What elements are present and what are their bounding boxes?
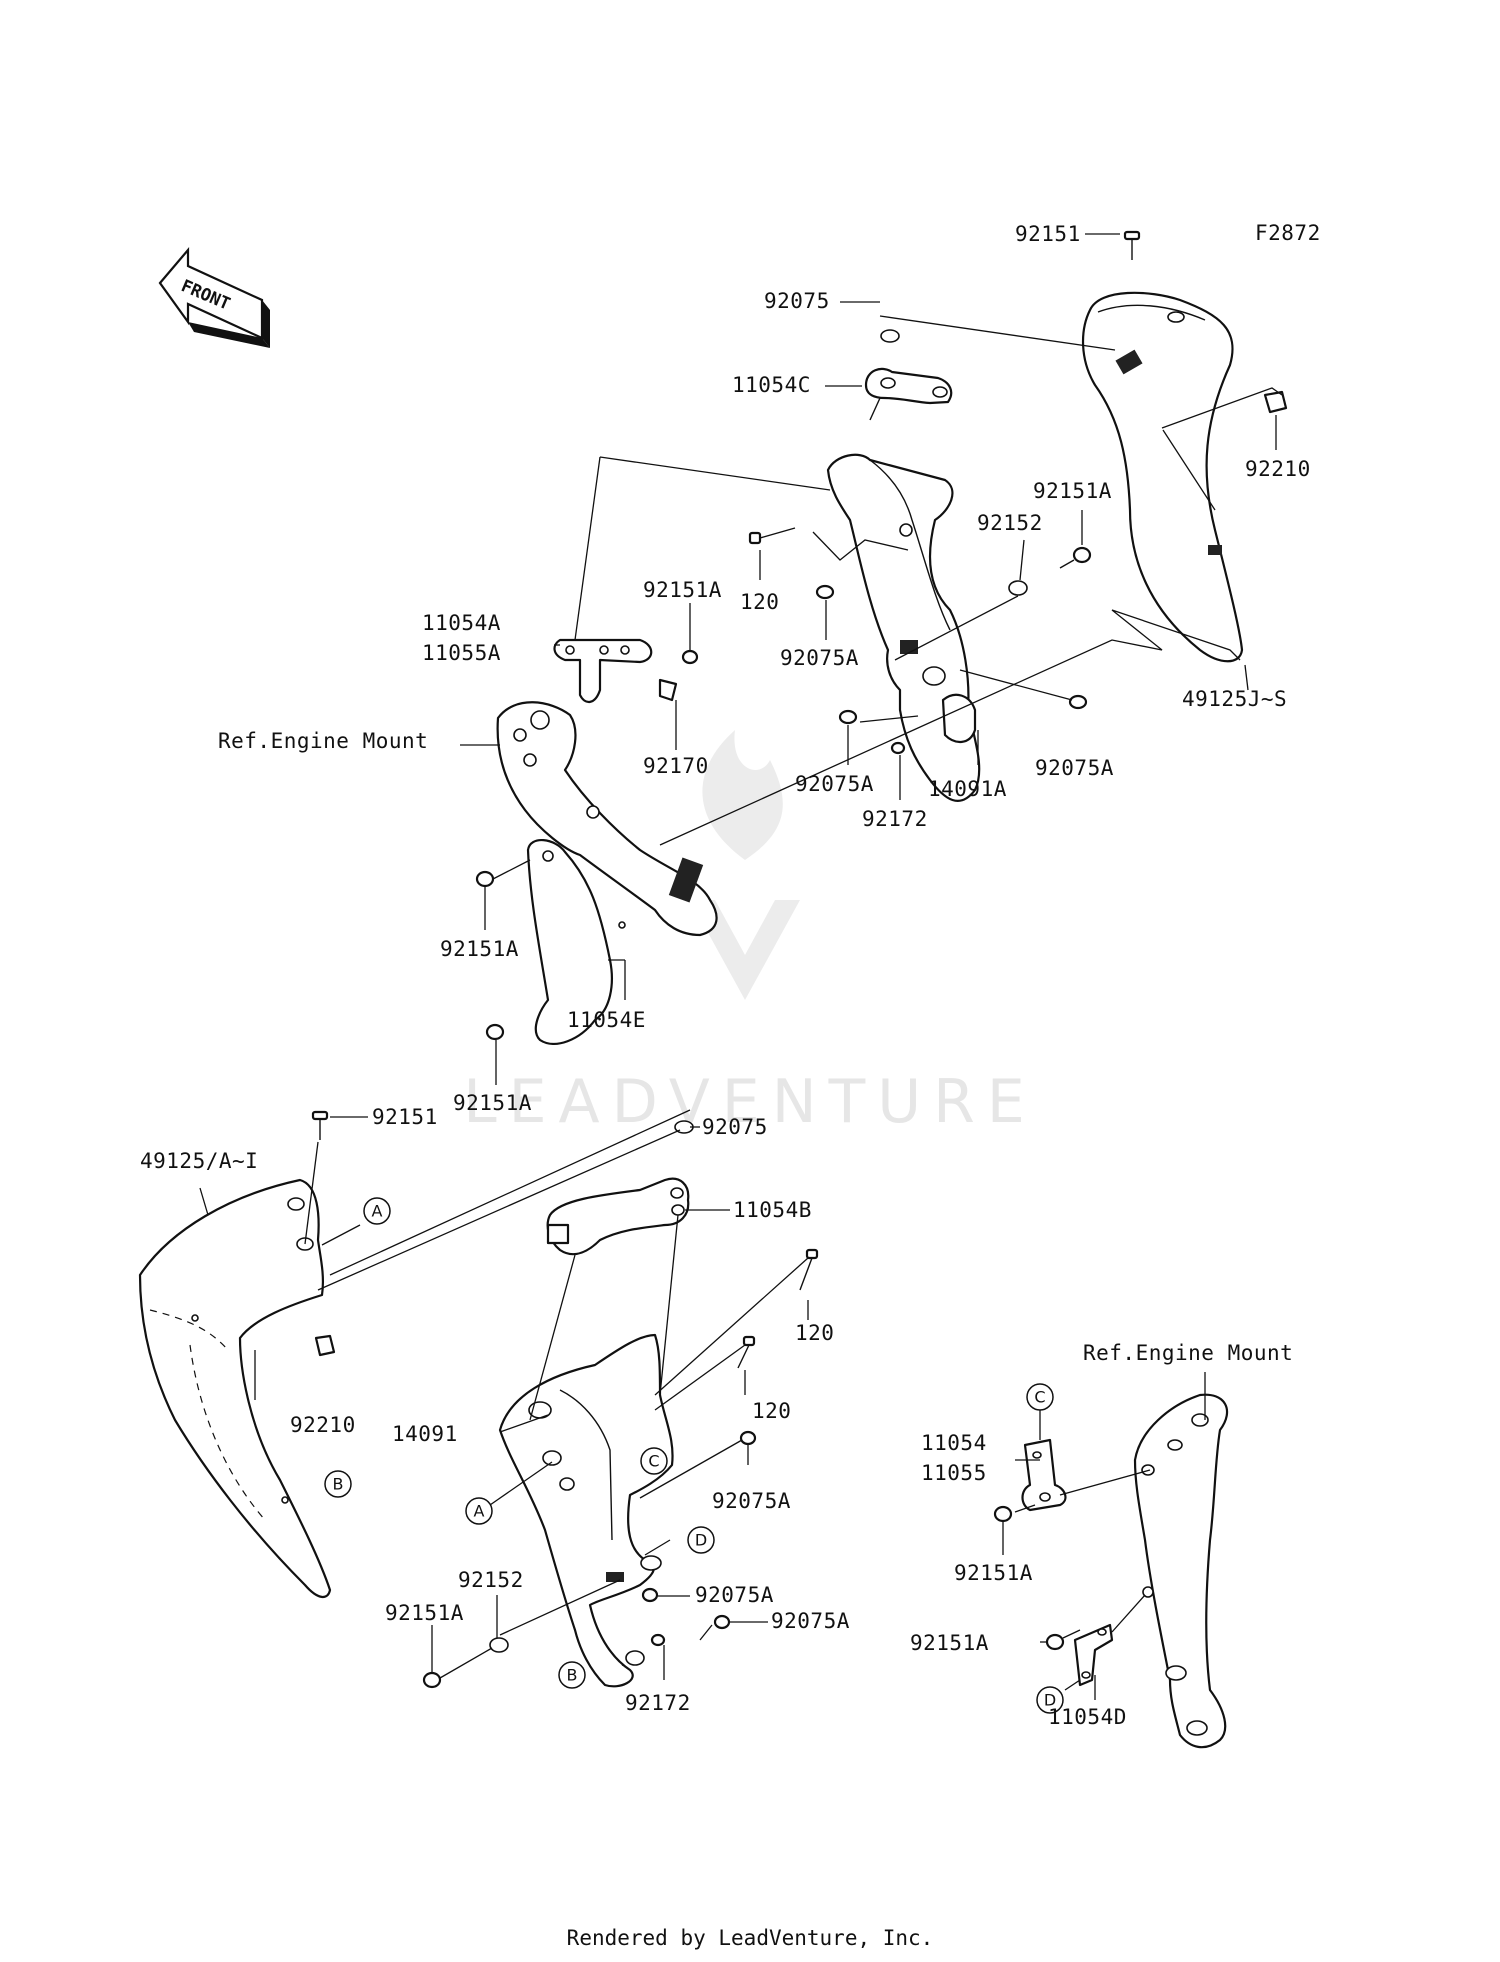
inner-panel-14091a: [826, 453, 981, 802]
label-11055: 11055: [921, 1461, 987, 1485]
leaders-bottom-left: [199, 1109, 809, 1680]
callout-c-right: C: [1026, 1383, 1054, 1411]
figure-code: F2872: [1255, 221, 1321, 245]
label-ref-engine-mount-top: Ref.Engine Mount: [218, 729, 428, 753]
label-92210-left: 92210: [290, 1413, 356, 1437]
label-11054e: 11054E: [567, 1008, 646, 1032]
label-92075a-b2: 92075A: [1035, 756, 1114, 780]
callout-b-mid: B: [558, 1661, 586, 1689]
svg-text:C: C: [1034, 1388, 1045, 1407]
label-92075-bottom: 92075: [702, 1115, 768, 1139]
label-120-b2: 120: [752, 1399, 791, 1423]
label-92151a-br1: 92151A: [954, 1561, 1033, 1585]
fasteners-bottom-right: [993, 1505, 1065, 1651]
label-92151-bottom: 92151: [372, 1105, 438, 1129]
label-120-top: 120: [740, 590, 779, 614]
label-92075a-c3: 92075A: [771, 1609, 850, 1633]
front-arrow-icon: FRONT: [158, 247, 270, 348]
callout-d-mid: D: [687, 1526, 715, 1554]
callout-a-top: A: [363, 1197, 391, 1225]
inner-panel-14091: [498, 1333, 674, 1688]
svg-text:C: C: [648, 1452, 659, 1471]
label-14091: 14091: [392, 1422, 458, 1446]
label-92152-r: 92152: [977, 511, 1043, 535]
label-92170: 92170: [643, 754, 709, 778]
bracket-11054e: [526, 839, 626, 1045]
engine-mount-top: [496, 701, 718, 937]
label-92210-right: 92210: [1245, 457, 1311, 481]
engine-mount-bottom: [1133, 1393, 1229, 1749]
label-14091a: 14091A: [928, 777, 1007, 801]
label-92075a-mid: 92075A: [780, 646, 859, 670]
bracket-11054c: [864, 367, 953, 421]
label-92151a-l1: 92151A: [440, 937, 519, 961]
fasteners-top: [475, 230, 1288, 1041]
leaders-top: [460, 233, 1283, 1085]
svg-text:A: A: [372, 1202, 383, 1221]
part-labels: F2872 92151 92075 11054C 92210 92151A 92…: [140, 221, 1321, 1729]
label-92151a-br2: 92151A: [910, 1631, 989, 1655]
label-92075a-c2: 92075A: [695, 1583, 774, 1607]
cowling-left-49125ai: [138, 1178, 332, 1598]
watermark: LEADVENTURE: [463, 730, 1037, 1137]
callout-c-mid: C: [640, 1447, 668, 1475]
label-92151a-r1: 92151A: [1033, 479, 1112, 503]
label-11055a: 11055A: [422, 641, 501, 665]
label-ref-engine-mount-bottom: Ref.Engine Mount: [1083, 1341, 1293, 1365]
label-92151a-l2: 92151A: [453, 1091, 532, 1115]
svg-text:B: B: [333, 1475, 344, 1494]
svg-text:D: D: [1044, 1691, 1056, 1710]
label-120-b1: 120: [795, 1321, 834, 1345]
label-49125js: 49125J~S: [1182, 687, 1287, 711]
watermark-text: LEADVENTURE: [463, 1067, 1037, 1137]
svg-text:B: B: [567, 1666, 578, 1685]
label-11054a: 11054A: [422, 611, 501, 635]
bracket-11054b: [546, 1177, 690, 1256]
label-92152-bottom: 92152: [458, 1568, 524, 1592]
label-11054c: 11054C: [732, 373, 811, 397]
label-11054: 11054: [921, 1431, 987, 1455]
label-49125ai: 49125/A~I: [140, 1149, 258, 1173]
callout-d-right: D: [1036, 1686, 1064, 1714]
label-92151a-bl: 92151A: [385, 1601, 464, 1625]
label-11054b: 11054B: [733, 1198, 812, 1222]
cowling-right-49125js: [1082, 291, 1244, 663]
callout-b-left: B: [324, 1470, 352, 1498]
label-11054d: 11054D: [1048, 1705, 1127, 1729]
label-92075a-c1: 92075A: [712, 1489, 791, 1513]
svg-text:A: A: [474, 1502, 485, 1521]
label-92075a-b1: 92075A: [795, 772, 874, 796]
bracket-11054: [1021, 1438, 1067, 1512]
leaders-bottom-right: [1002, 1372, 1206, 1700]
svg-text:D: D: [695, 1531, 707, 1550]
label-92172-top: 92172: [862, 807, 928, 831]
bracket-11054a: [553, 638, 653, 703]
bracket-11054d: [1073, 1623, 1114, 1687]
footer-credit: Rendered by LeadVenture, Inc.: [567, 1926, 934, 1950]
label-92151a-mid: 92151A: [643, 578, 722, 602]
callout-a-mid: A: [465, 1497, 493, 1525]
label-92151-top: 92151: [1015, 222, 1081, 246]
label-92075-top: 92075: [764, 289, 830, 313]
label-92172-bottom: 92172: [625, 1691, 691, 1715]
